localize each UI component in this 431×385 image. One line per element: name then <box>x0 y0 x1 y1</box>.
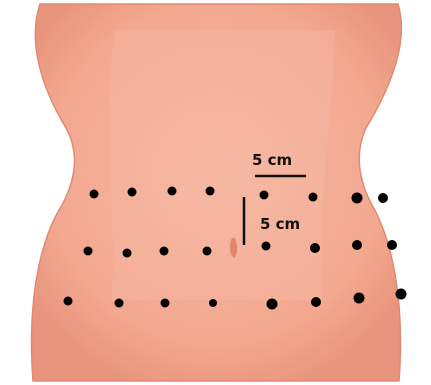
injection-point <box>387 240 397 250</box>
injection-point <box>267 299 278 310</box>
injection-point <box>160 247 169 256</box>
injection-point <box>396 289 407 300</box>
injection-point <box>311 297 321 307</box>
injection-point <box>262 242 271 251</box>
injection-point <box>310 243 320 253</box>
injection-point <box>90 190 99 199</box>
scale-label-vertical: 5 cm <box>260 215 300 233</box>
torso-highlight <box>109 30 335 300</box>
injection-point <box>123 249 132 258</box>
scale-label-horizontal: 5 cm <box>252 151 292 169</box>
injection-point <box>378 193 388 203</box>
injection-point <box>115 299 124 308</box>
injection-point <box>203 247 212 256</box>
injection-point <box>260 191 269 200</box>
injection-point <box>168 187 177 196</box>
injection-point <box>309 193 318 202</box>
injection-point <box>64 297 73 306</box>
injection-point <box>352 240 362 250</box>
injection-point <box>206 187 215 196</box>
injection-point <box>84 247 93 256</box>
injection-point <box>128 188 137 197</box>
injection-point <box>161 299 170 308</box>
injection-point <box>354 293 365 304</box>
injection-point <box>209 299 217 307</box>
injection-point <box>352 193 363 204</box>
